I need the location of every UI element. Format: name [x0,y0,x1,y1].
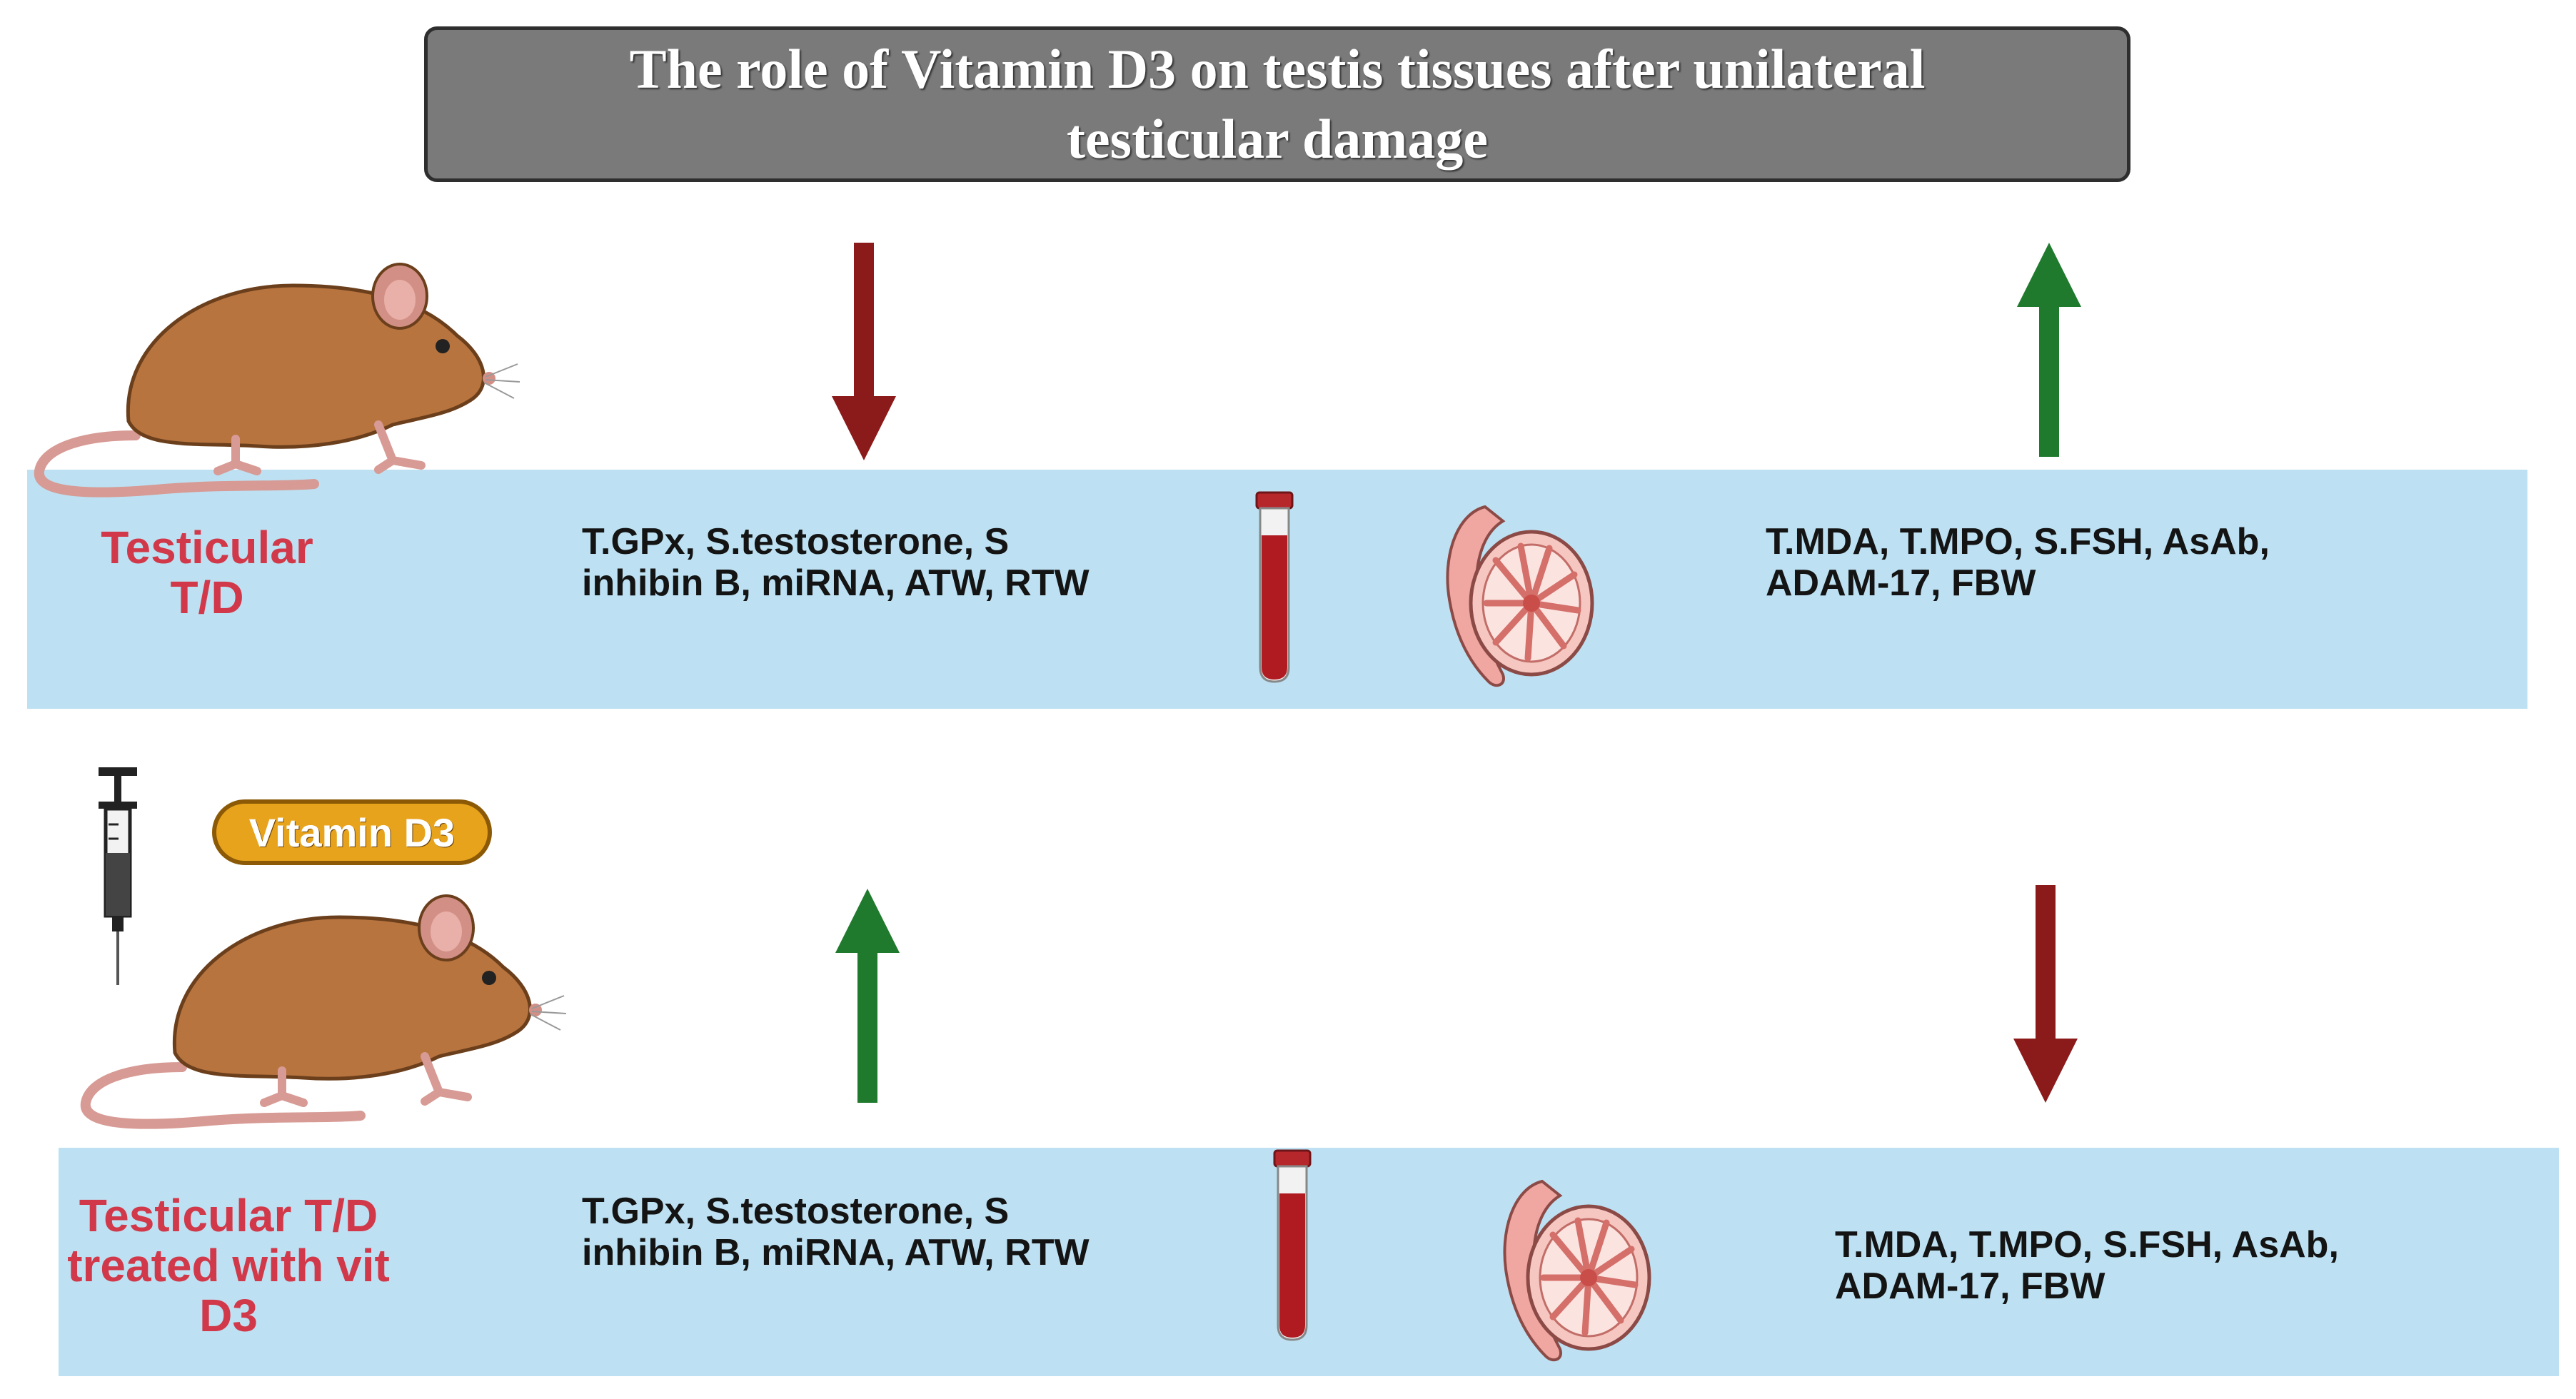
title-line-1: The role of Vitamin D3 on testis tissues… [629,38,1926,100]
group-1-label: Testicular T/D [64,522,350,622]
group-2-label-line-3: D3 [199,1290,258,1341]
blood-tube-icon [1273,1149,1312,1341]
diagram-title: The role of Vitamin D3 on testis tissues… [424,26,2130,182]
group-2-decrease-arrow [2013,885,2078,1103]
group-1-left-markers-line-1: T.GPx, S.testosterone, S [582,521,1010,562]
group-2-right-markers: T.MDA, T.MPO, S.FSH, AsAb, ADAM-17, FBW [1835,1224,2339,1307]
group-2-label: Testicular T/D treated with vit D3 [50,1191,407,1340]
group-1-label-line-1: Testicular [101,522,313,573]
testis-icon [1503,1179,1651,1362]
vitamin-d3-badge: Vitamin D3 [212,799,492,865]
group-1-right-markers: T.MDA, T.MPO, S.FSH, AsAb, ADAM-17, FBW [1766,521,2270,604]
group-1-left-markers: T.GPx, S.testosterone, S inhibin B, miRN… [582,521,1090,604]
rat-icon [80,894,567,1129]
group-2-label-line-2: treated with vit [67,1240,390,1291]
group-1-decrease-arrow [832,243,896,460]
group-1-increase-arrow [2017,243,2081,457]
blood-tube-icon [1255,491,1294,683]
rat-icon [34,263,520,498]
group-2-left-markers-line-2: inhibin B, miRNA, ATW, RTW [582,1232,1090,1273]
group-1-label-line-2: T/D [170,572,244,623]
group-2-band [59,1148,2559,1376]
title-line-2: testicular damage [1067,108,1488,170]
group-1-right-markers-line-1: T.MDA, T.MPO, S.FSH, AsAb, [1766,521,2270,562]
testis-icon [1446,505,1594,687]
group-2-left-markers: T.GPx, S.testosterone, S inhibin B, miRN… [582,1191,1090,1273]
group-2-label-line-1: Testicular T/D [79,1190,378,1241]
group-1-right-markers-line-2: ADAM-17, FBW [1766,562,2036,604]
group-2-right-markers-line-2: ADAM-17, FBW [1835,1266,2105,1307]
group-1-left-markers-line-2: inhibin B, miRNA, ATW, RTW [582,562,1090,604]
syringe-icon [99,767,137,985]
group-2-left-markers-line-1: T.GPx, S.testosterone, S [582,1191,1010,1232]
group-2-right-markers-line-1: T.MDA, T.MPO, S.FSH, AsAb, [1835,1224,2339,1266]
group-2-increase-arrow [835,889,900,1103]
